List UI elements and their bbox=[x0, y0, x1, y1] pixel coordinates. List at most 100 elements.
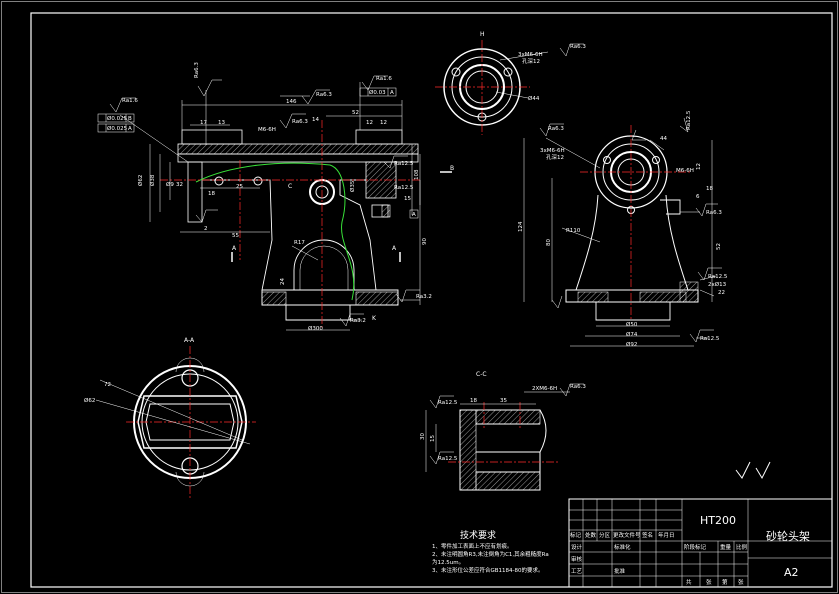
dim-52: 52 bbox=[352, 110, 359, 116]
tb-cell-design: 设计 bbox=[571, 543, 583, 551]
dim-12: 12 bbox=[366, 120, 373, 126]
tech-item-3: 为12.5um。 bbox=[432, 558, 464, 566]
marker-h: H bbox=[480, 31, 485, 38]
cc-ra125-a: Ra12.5 bbox=[438, 400, 458, 406]
side-d74: Ø74 bbox=[626, 331, 638, 338]
ra-16-top: Ra1.6 bbox=[376, 76, 392, 82]
dim-m6: M6-6H bbox=[258, 127, 276, 133]
tech-item-1: 1、零件加工表面上不应有划痕。 bbox=[432, 542, 513, 550]
tol-par: Ø0.025 bbox=[107, 125, 128, 132]
dim-r17: R17 bbox=[294, 240, 305, 246]
top-ra63: Ra6.3 bbox=[570, 44, 586, 50]
cc-ra125-b: Ra12.5 bbox=[438, 456, 458, 462]
top-thread-depth: 孔深12 bbox=[522, 57, 540, 65]
dim-55: 55 bbox=[232, 233, 239, 239]
side-d18: 18 bbox=[706, 186, 713, 192]
marker-c-main: C bbox=[288, 183, 292, 190]
side-d92: Ø92 bbox=[626, 341, 637, 348]
tol-pos: Ø0.03 bbox=[369, 89, 386, 96]
ra-32-right: Ra3.2 bbox=[416, 294, 432, 300]
dim-d35: Ø35 bbox=[349, 180, 356, 192]
dim-90: 90 bbox=[422, 238, 428, 245]
side-22: 22 bbox=[718, 290, 725, 296]
tb-cell-sheet2: 张 bbox=[738, 578, 744, 586]
tech-requirements: 技术要求 1、零件加工表面上不应有划痕。 2、未注明圆角R3,未注倒角为C1,其… bbox=[432, 529, 549, 574]
cc-18: 18 bbox=[470, 398, 477, 404]
tb-cell-review: 审核 bbox=[571, 555, 583, 563]
side-80: 80 bbox=[546, 239, 552, 246]
dim-32: 32 bbox=[176, 182, 183, 188]
section-cc bbox=[425, 383, 584, 491]
tb-cell-change: 更改文件号 bbox=[613, 531, 641, 539]
side-ra63-b: Ra6.3 bbox=[706, 210, 722, 216]
ra-125-b: Ra12.5 bbox=[394, 185, 414, 191]
marker-a-left: A bbox=[232, 245, 237, 252]
dim-d38: Ø38 bbox=[149, 174, 156, 186]
material: HT200 bbox=[700, 514, 736, 527]
tb-cell-count: 处数 bbox=[585, 531, 597, 539]
cc-thread: 2XM6-6H bbox=[532, 386, 557, 392]
side-d12: 12 bbox=[696, 163, 702, 170]
aa-72: 72 bbox=[104, 382, 111, 388]
dim-24: 24 bbox=[280, 278, 286, 285]
side-thread: 3xM6-6H bbox=[540, 148, 565, 154]
cc-30: 30 bbox=[420, 433, 426, 440]
tb-cell-no: 第 bbox=[722, 578, 728, 586]
side-r110: R110 bbox=[566, 228, 581, 234]
tech-item-2: 2、未注明圆角R3,未注倒角为C1,其余粗糙度Ra bbox=[432, 550, 549, 558]
tb-cell-weight: 重量 bbox=[720, 543, 732, 551]
tb-cell-process: 工艺 bbox=[571, 568, 583, 575]
dim-12b: 12 bbox=[380, 120, 387, 126]
marker-b: B bbox=[450, 165, 454, 172]
section-aa bbox=[95, 346, 256, 500]
roughness-callouts-main: Ra6.3 Ra6.3 Ra1.6 Ra1.6 Ra6.3 Ra12.5 Ra3… bbox=[109, 62, 432, 327]
tb-cell-zone: 分区 bbox=[599, 531, 611, 539]
dim-13: 13 bbox=[218, 120, 225, 126]
side-124: 124 bbox=[518, 221, 524, 232]
side-52: 52 bbox=[716, 243, 722, 250]
dim-18: 18 bbox=[208, 191, 215, 197]
side-m6: M6-6H bbox=[676, 168, 694, 174]
marker-k: K bbox=[372, 315, 377, 322]
side-ra63: Ra6.3 bbox=[548, 126, 564, 132]
tb-cell-stage: 阶段标记 bbox=[684, 543, 707, 551]
top-thread: 3xM6-6H bbox=[518, 52, 543, 58]
tol-perp: Ø0.025 bbox=[107, 115, 128, 122]
cc-ra63: Ra6.3 bbox=[570, 384, 586, 390]
dim-d300: Ø300 bbox=[308, 325, 323, 332]
main-section-view bbox=[119, 82, 452, 331]
title-block bbox=[568, 498, 833, 588]
ra-16-left: Ra1.6 bbox=[122, 98, 138, 104]
tech-item-4: 3、未注形位公差应符合GB1184-80的要求。 bbox=[432, 566, 544, 574]
general-roughness-symbol bbox=[735, 461, 771, 480]
tol-datum-b: B bbox=[128, 116, 132, 122]
datum-box: A bbox=[412, 212, 416, 218]
dim-146: 146 bbox=[286, 99, 297, 105]
tech-heading: 技术要求 bbox=[460, 529, 496, 541]
ra-125-mid: Ra12.5 bbox=[394, 161, 414, 167]
dim-d9: Ø9 bbox=[166, 181, 174, 188]
label-cc: C-C bbox=[476, 371, 487, 378]
side-2holes: 2xØ13 bbox=[708, 281, 727, 288]
side-thread-depth: 孔深12 bbox=[546, 153, 564, 161]
tb-cell-sign: 签名 bbox=[642, 531, 653, 539]
side-44: 44 bbox=[660, 136, 667, 142]
tb-cell-standard: 标准化 bbox=[614, 543, 631, 551]
side-d50: Ø50 bbox=[626, 321, 638, 328]
side-d6: 6 bbox=[696, 194, 700, 200]
dim-d62: Ø62 bbox=[137, 175, 144, 186]
ra-63-top-left: Ra6.3 bbox=[194, 62, 200, 78]
tb-cell-total: 共 bbox=[686, 578, 692, 586]
tb-cell-approve: 批准 bbox=[614, 567, 626, 575]
tol-datum-a: A bbox=[128, 126, 132, 132]
ra-63-mid: Ra6.3 bbox=[292, 119, 308, 125]
marker-a-right: A bbox=[392, 245, 397, 252]
side-ra125-top: Ra12.5 bbox=[686, 110, 692, 130]
aa-d62: Ø62 bbox=[84, 397, 95, 404]
side-ra125-bottom: Ra12.5 bbox=[700, 336, 720, 342]
sheet-size: A2 bbox=[784, 566, 799, 579]
cc-35: 35 bbox=[500, 398, 507, 404]
ra-63-top: Ra6.3 bbox=[316, 92, 332, 98]
